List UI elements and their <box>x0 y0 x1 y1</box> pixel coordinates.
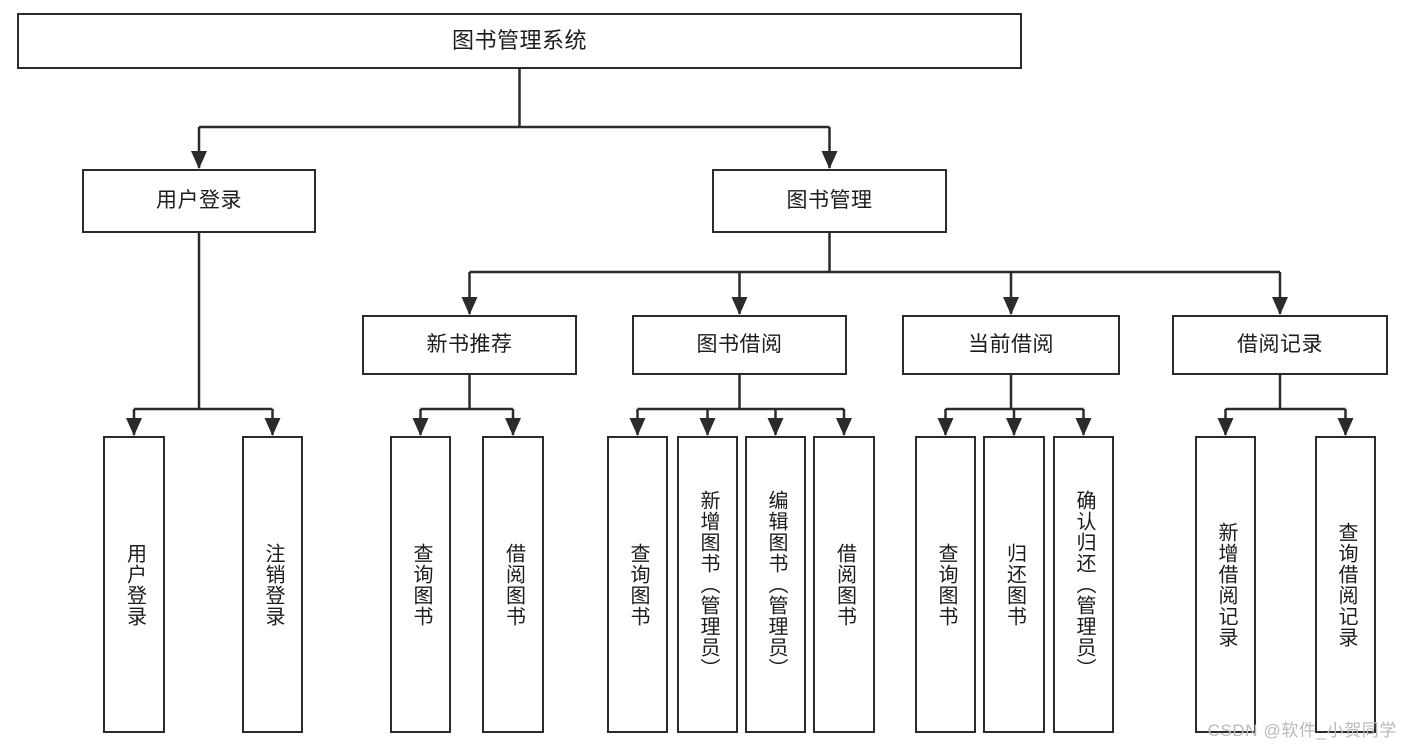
leaf-node[interactable]: 用户登录 <box>103 436 165 733</box>
arrowhead-icon <box>1272 297 1288 315</box>
arrowhead-icon <box>699 418 716 436</box>
node-label: 归还图书 <box>1003 542 1026 627</box>
branch-node[interactable]: 新书推荐 <box>362 315 577 375</box>
leaf-node[interactable]: 归还图书 <box>983 436 1045 733</box>
arrowhead-icon <box>505 418 521 436</box>
arrowhead-icon <box>731 297 748 315</box>
branch-node[interactable]: 图书借阅 <box>632 315 847 375</box>
arrowhead-icon <box>1003 297 1019 315</box>
leaf-node[interactable]: 确认归还（管理员） <box>1053 436 1114 733</box>
arrowhead-icon <box>126 418 142 436</box>
arrowhead-icon <box>836 418 852 436</box>
arrowhead-icon <box>1075 418 1092 436</box>
node-label: 用户登录 <box>156 188 242 212</box>
node-label: 注销登录 <box>262 542 284 627</box>
root-node[interactable]: 图书管理系统 <box>17 13 1022 69</box>
arrowhead-icon <box>629 418 646 436</box>
node-label: 编辑图书（管理员） <box>765 490 787 679</box>
branch-node[interactable]: 借阅记录 <box>1172 315 1388 375</box>
node-label: 借阅图书 <box>502 542 525 627</box>
leaf-node[interactable]: 新增借阅记录 <box>1195 436 1256 733</box>
arrowhead-icon <box>937 418 954 436</box>
node-label: 确认归还（管理员） <box>1073 490 1095 679</box>
node-label: 查询图书 <box>627 542 649 627</box>
node-label: 图书管理系统 <box>451 28 587 54</box>
arrowhead-icon <box>767 418 784 436</box>
leaf-node[interactable]: 注销登录 <box>242 436 303 733</box>
node-label: 查询图书 <box>935 542 957 627</box>
node-label: 图书管理 <box>786 188 873 212</box>
node-label: 借阅图书 <box>833 542 856 627</box>
arrowhead-icon <box>1217 418 1234 436</box>
branch-node[interactable]: 用户登录 <box>82 169 316 233</box>
arrowhead-icon <box>412 418 429 436</box>
leaf-node[interactable]: 编辑图书（管理员） <box>745 436 806 733</box>
arrowhead-icon <box>1337 418 1354 436</box>
node-label: 当前借阅 <box>968 332 1054 356</box>
branch-node[interactable]: 当前借阅 <box>902 315 1120 375</box>
node-label: 查询图书 <box>410 542 432 627</box>
leaf-node[interactable]: 借阅图书 <box>813 436 875 733</box>
branch-node[interactable]: 图书管理 <box>712 169 947 233</box>
leaf-node[interactable]: 新增图书（管理员） <box>677 436 738 733</box>
arrowhead-icon <box>191 151 207 169</box>
arrowhead-icon <box>821 151 838 169</box>
node-label: 新书推荐 <box>426 332 513 356</box>
arrowhead-icon <box>264 418 281 436</box>
leaf-node[interactable]: 借阅图书 <box>482 436 544 733</box>
arrowhead-icon <box>1006 418 1022 436</box>
leaf-node[interactable]: 查询借阅记录 <box>1315 436 1376 733</box>
node-label: 新增图书（管理员） <box>697 490 719 679</box>
node-label: 新增借阅记录 <box>1215 521 1237 648</box>
node-label: 查询借阅记录 <box>1335 521 1357 648</box>
leaf-node[interactable]: 查询图书 <box>607 436 668 733</box>
leaf-node[interactable]: 查询图书 <box>915 436 976 733</box>
arrowhead-icon <box>461 297 478 315</box>
node-label: 用户登录 <box>123 542 146 627</box>
leaf-node[interactable]: 查询图书 <box>390 436 451 733</box>
watermark: CSDN @软件_小贺同学 <box>1207 721 1397 740</box>
node-label: 图书借阅 <box>696 332 783 356</box>
node-label: 借阅记录 <box>1237 332 1323 356</box>
